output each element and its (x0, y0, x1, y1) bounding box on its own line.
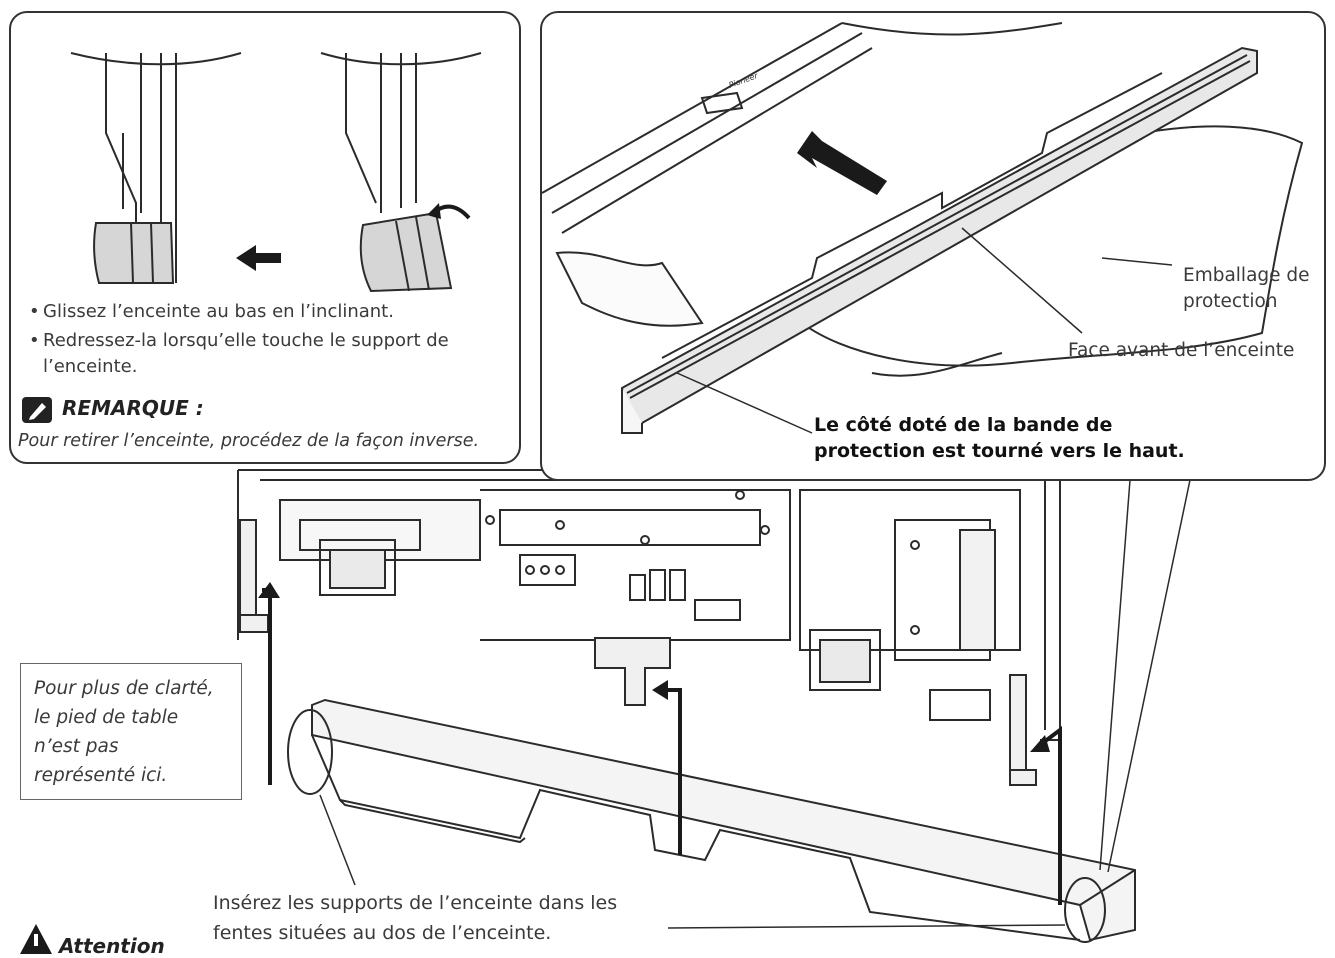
label-packaging-line-2: protection (1183, 291, 1278, 312)
insert-note-line-2: fentes situées au dos de l’enceinte. (213, 922, 552, 944)
attention-title: Attention (59, 934, 165, 958)
callout-lines (1099, 479, 1191, 873)
insert-note-line-1: Insérez les supports de l’enceinte dans … (213, 892, 618, 914)
insert-leader-lines (319, 794, 1066, 929)
bullet-2: •Redressez-la lorsqu’elle touche le supp… (29, 330, 449, 351)
right-support-bracket (1009, 674, 1037, 786)
bullet-2-continued: l’enceinte. (43, 356, 138, 377)
left-support-bracket (239, 519, 269, 633)
clarity-line-1: Pour plus de clarté, (34, 678, 214, 699)
right-detail-panel: Pioneer Emballage de protection Face ava… (540, 11, 1326, 481)
left-detail-panel: •Glissez l’enceinte au bas en l’inclinan… (9, 11, 521, 464)
speaker-top-illustration: Pioneer (542, 22, 1304, 434)
center-support-bracket (594, 637, 671, 706)
protection-strip-note-line-1: Le côté doté de la bande de (814, 414, 1113, 436)
protection-strip-note: Le côté doté de la bande de protection e… (814, 412, 1185, 464)
tv-back (237, 469, 1061, 741)
slide-left-arrow (236, 245, 281, 271)
tilt-illustration (70, 52, 482, 293)
clarity-line-4: représenté ici. (34, 765, 168, 786)
brand-mark: Pioneer (728, 71, 760, 90)
remark-title: REMARQUE : (62, 396, 204, 420)
bullet-1: •Glissez l’enceinte au bas en l’inclinan… (29, 301, 394, 322)
clarity-line-3: n’est pas (34, 736, 119, 757)
label-packaging-line-1: Emballage de (1183, 265, 1310, 286)
speaker-bottom (311, 698, 1136, 942)
pencil-icon (22, 397, 52, 423)
label-front: Face avant de l’enceinte (1068, 340, 1295, 361)
attention-icon (20, 924, 52, 954)
protection-strip-note-line-2: protection est tourné vers le haut. (814, 440, 1185, 462)
remark-text: Pour retirer l’enceinte, procédez de la … (18, 431, 480, 451)
insert-note: Insérez les supports de l’enceinte dans … (213, 888, 617, 948)
clarity-note-box: Pour plus de clarté, le pied de table n’… (20, 663, 242, 800)
push-arrow (797, 131, 887, 195)
insert-arrowheads (258, 582, 1050, 752)
clarity-line-2: le pied de table (34, 707, 179, 728)
slot-highlight-circles (287, 709, 1106, 943)
